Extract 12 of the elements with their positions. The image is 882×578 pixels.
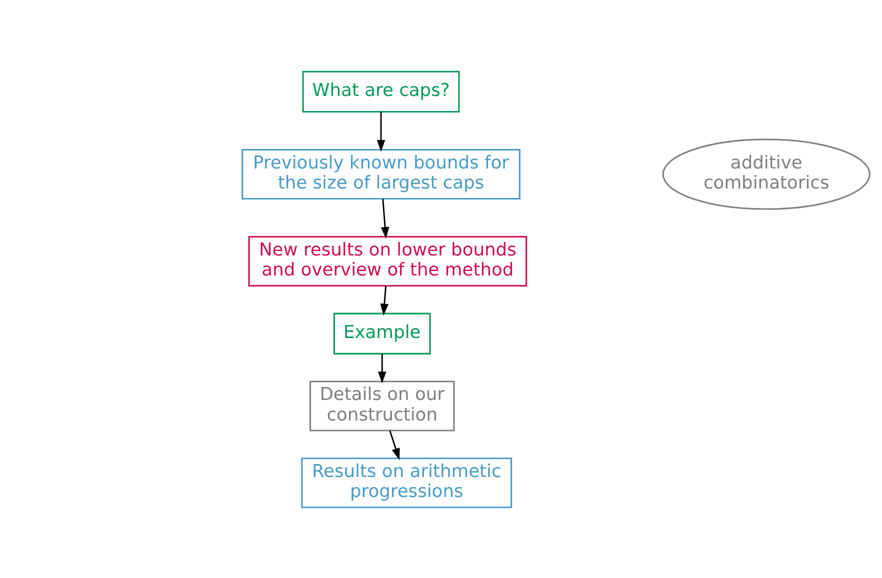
arrow [380, 198, 389, 238]
node-box: Results on arithmetic progressions [300, 457, 512, 508]
node-box: Previously known bounds for the size of largest caps [241, 148, 520, 199]
node-box: New results on lower bounds and overview of the method [248, 235, 527, 286]
arrow [388, 430, 400, 460]
node-box: Example [332, 312, 430, 354]
node-box: What are caps? [302, 70, 460, 112]
arrow [376, 111, 385, 152]
arrow [380, 286, 388, 316]
node-ellipse: additive combinatorics [662, 138, 870, 210]
node-box: Details on our construction [309, 380, 454, 431]
arrow [377, 353, 386, 383]
